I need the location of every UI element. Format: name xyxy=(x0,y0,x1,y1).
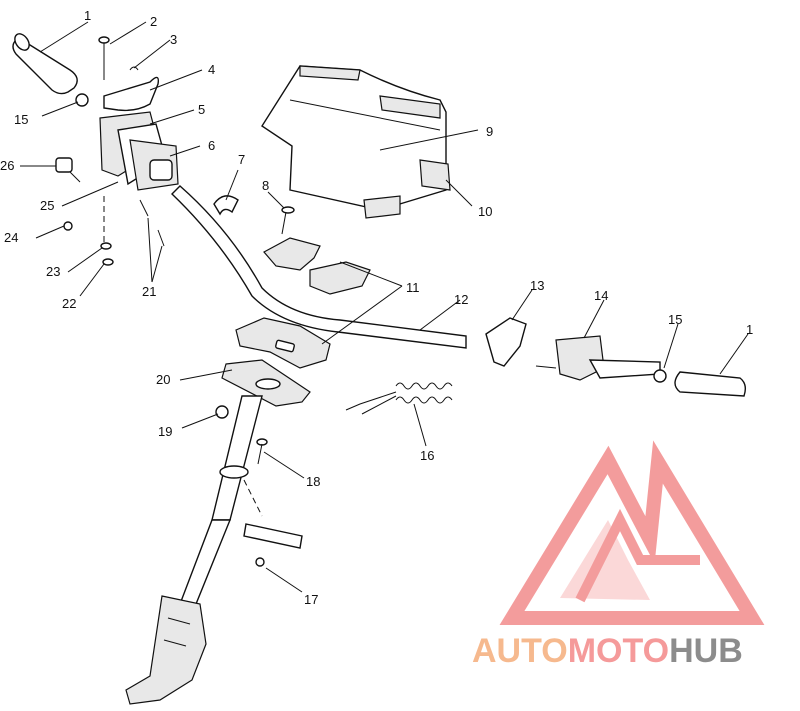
watermark-text: AUTOMOTOHUB xyxy=(472,632,743,670)
callout-14: 14 xyxy=(594,288,608,303)
part-screw-right xyxy=(653,369,667,383)
callout-1-right: 1 xyxy=(746,322,753,337)
part-hood-cover xyxy=(261,65,447,211)
callout-26: 26 xyxy=(0,158,14,173)
part-17-pin xyxy=(243,523,303,567)
callout-labels: 1 2 3 4 15 5 6 26 7 25 8 24 9 10 23 22 2… xyxy=(0,8,753,607)
callout-20: 20 xyxy=(156,372,170,387)
callout-1: 1 xyxy=(84,8,91,23)
callout-11: 11 xyxy=(406,280,420,295)
watermark-hub: HUB xyxy=(669,632,743,670)
callout-17: 17 xyxy=(304,592,318,607)
part-24-nut xyxy=(63,221,73,231)
callout-15-left: 15 xyxy=(14,112,28,127)
part-screw-8 xyxy=(281,206,295,235)
callout-3: 3 xyxy=(170,32,177,47)
part-grip-right xyxy=(674,371,747,397)
part-clip xyxy=(129,66,139,71)
callout-19: 19 xyxy=(158,424,172,439)
part-21-screw-b xyxy=(157,229,165,247)
callout-15-right: 15 xyxy=(668,312,682,327)
part-26-knob xyxy=(55,157,81,183)
leader-lines xyxy=(20,21,749,593)
callout-4: 4 xyxy=(208,62,215,77)
callout-2: 2 xyxy=(150,14,157,29)
part-steering-column xyxy=(125,395,263,705)
part-pin xyxy=(98,36,110,80)
callout-12: 12 xyxy=(454,292,468,307)
part-21-screw-a xyxy=(139,199,149,217)
callout-13: 13 xyxy=(530,278,544,293)
callout-8: 8 xyxy=(262,178,269,193)
callout-10: 10 xyxy=(478,204,492,219)
callout-22: 22 xyxy=(62,296,76,311)
part-grip-left xyxy=(12,33,78,95)
part-hood-pad xyxy=(363,159,451,219)
part-lower-clamp xyxy=(235,317,331,369)
part-18-bolt xyxy=(256,438,268,465)
part-handlebar xyxy=(170,185,467,349)
part-clip-7 xyxy=(213,195,239,216)
part-upper-clamp xyxy=(263,237,371,295)
part-brake-master xyxy=(535,335,661,381)
callout-24: 24 xyxy=(4,230,18,245)
part-19-nut xyxy=(215,405,229,419)
svg-text:AUTOMOTOHUB: AUTOMOTOHUB xyxy=(472,632,743,670)
callout-6: 6 xyxy=(208,138,215,153)
part-23-washer xyxy=(100,242,112,250)
part-coil-cable xyxy=(345,382,453,415)
callout-25: 25 xyxy=(40,198,54,213)
callout-7: 7 xyxy=(238,152,245,167)
callout-9: 9 xyxy=(486,124,493,139)
part-screw-left xyxy=(75,93,89,107)
callout-5: 5 xyxy=(198,102,205,117)
callout-21: 21 xyxy=(142,284,156,299)
part-bracket-13 xyxy=(485,317,527,367)
part-switch-block xyxy=(129,139,179,191)
watermark-moto: MOTO xyxy=(568,632,669,670)
callout-16: 16 xyxy=(420,448,434,463)
part-throttle-lever xyxy=(103,76,160,112)
watermark-logo xyxy=(499,440,765,625)
callout-18: 18 xyxy=(306,474,320,489)
watermark-auto: AUTO xyxy=(472,632,568,670)
part-riser-plate xyxy=(221,359,311,407)
callout-23: 23 xyxy=(46,264,60,279)
part-22-washer xyxy=(102,258,114,266)
